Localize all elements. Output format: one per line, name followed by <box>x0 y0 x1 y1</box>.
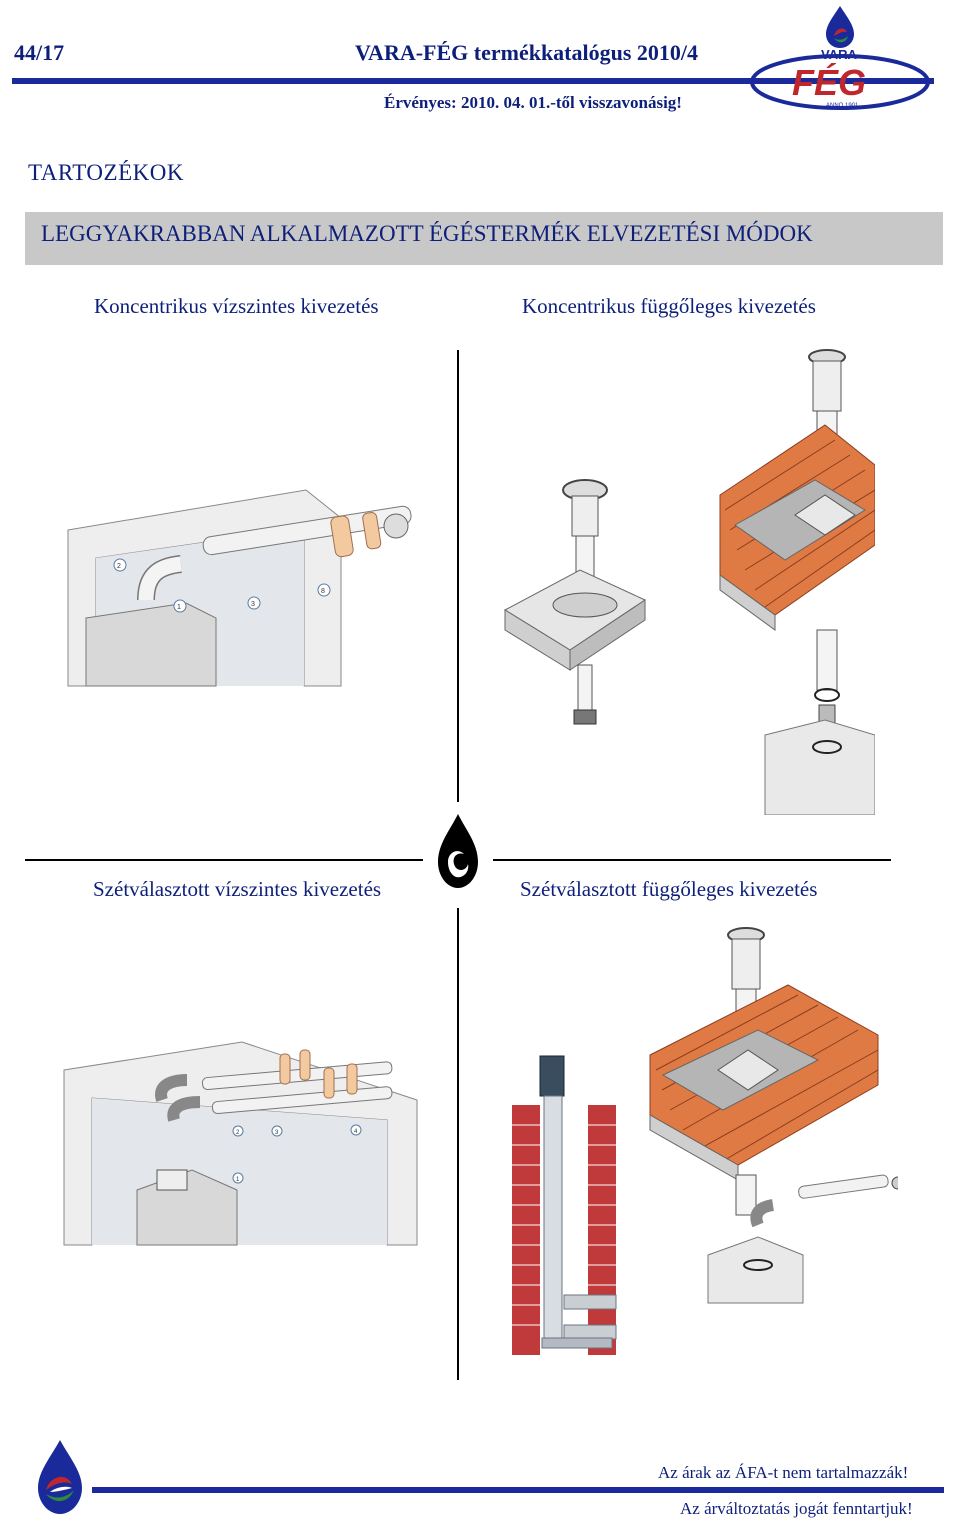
banner-title: LEGGYAKRABBAN ALKALMAZOTT ÉGÉSTERMÉK ELV… <box>41 221 813 246</box>
banner-background <box>25 212 943 265</box>
diagram-label: 8 <box>321 588 325 595</box>
caption-concentric-horizontal: Koncentrikus vízszintes kivezetés <box>94 294 379 318</box>
diagram-separated-chimney <box>512 1055 617 1360</box>
section-title: TARTOZÉKOK <box>28 160 184 185</box>
diagram-label: 3 <box>251 601 255 608</box>
diagram-label: 2 <box>117 563 121 570</box>
divider-vertical-bottom <box>457 908 459 1380</box>
diagram-label: 1 <box>236 1177 240 1183</box>
diagram-separated-vertical-tiled <box>649 927 898 1304</box>
caption-concentric-vertical: Koncentrikus függőleges kivezetés <box>522 294 816 318</box>
footer-price-note: Az árváltoztatás jogát fenntartjuk! <box>680 1499 913 1518</box>
diagram-concentric-horizontal: 2 1 3 8 <box>67 489 412 687</box>
logo-brand-sub: ANNO 1901 <box>826 103 859 109</box>
catalog-title: VARA-FÉG termékkatalógus 2010/4 <box>355 40 699 65</box>
page-number: 44/17 <box>14 40 65 65</box>
caption-separated-horizontal: Szétválasztott vízszintes kivezetés <box>93 877 382 901</box>
drop-emblem-icon <box>438 814 478 888</box>
divider-horizontal-left <box>25 859 423 861</box>
footer-vat-note: Az árak az ÁFA-t nem tartalmazzák! <box>658 1463 909 1482</box>
validity-note: Érvényes: 2010. 04. 01.-től visszavonási… <box>384 93 682 112</box>
diagram-concentric-vertical-tiled <box>719 349 875 815</box>
diagram-separated-horizontal: 2 3 4 1 <box>63 1041 418 1246</box>
divider-vertical-top <box>457 350 459 802</box>
diagram-label: 1 <box>177 604 181 611</box>
logo-brand-main: FÉG <box>792 62 866 103</box>
header-rule <box>12 78 934 84</box>
divider-horizontal-right <box>493 859 891 861</box>
diagram-label: 4 <box>354 1129 358 1135</box>
diagram-label: 2 <box>236 1130 240 1136</box>
vara-feg-logo: VARA FÉG ANNO 1901 <box>750 6 930 110</box>
diagram-concentric-vertical-flat <box>503 479 647 725</box>
footer-flame-logo <box>38 1440 82 1514</box>
diagram-label: 3 <box>275 1130 279 1136</box>
caption-separated-vertical: Szétválasztott függőleges kivezetés <box>520 877 818 901</box>
footer-rule <box>92 1487 944 1493</box>
